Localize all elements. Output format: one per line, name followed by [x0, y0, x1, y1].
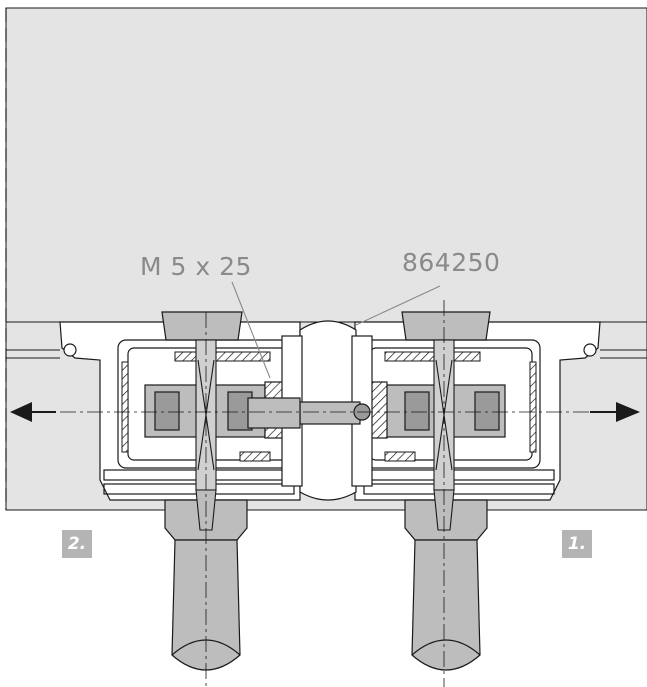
part-number-label: 864250 [402, 248, 501, 277]
right-hatch-strips [384, 351, 537, 462]
right-arrow [590, 402, 640, 422]
step-badge-2: 2. [62, 530, 92, 558]
top-caps [161, 311, 491, 341]
screw-spec-label: M 5 x 25 [140, 252, 252, 281]
step-badge-1: 1. [562, 530, 592, 558]
center-connector [247, 320, 373, 501]
left-hatch-strips [121, 351, 271, 462]
center-lines [60, 300, 590, 687]
leader-lines [231, 281, 441, 379]
left-arrow [10, 402, 56, 422]
right-insert-block [351, 381, 506, 439]
